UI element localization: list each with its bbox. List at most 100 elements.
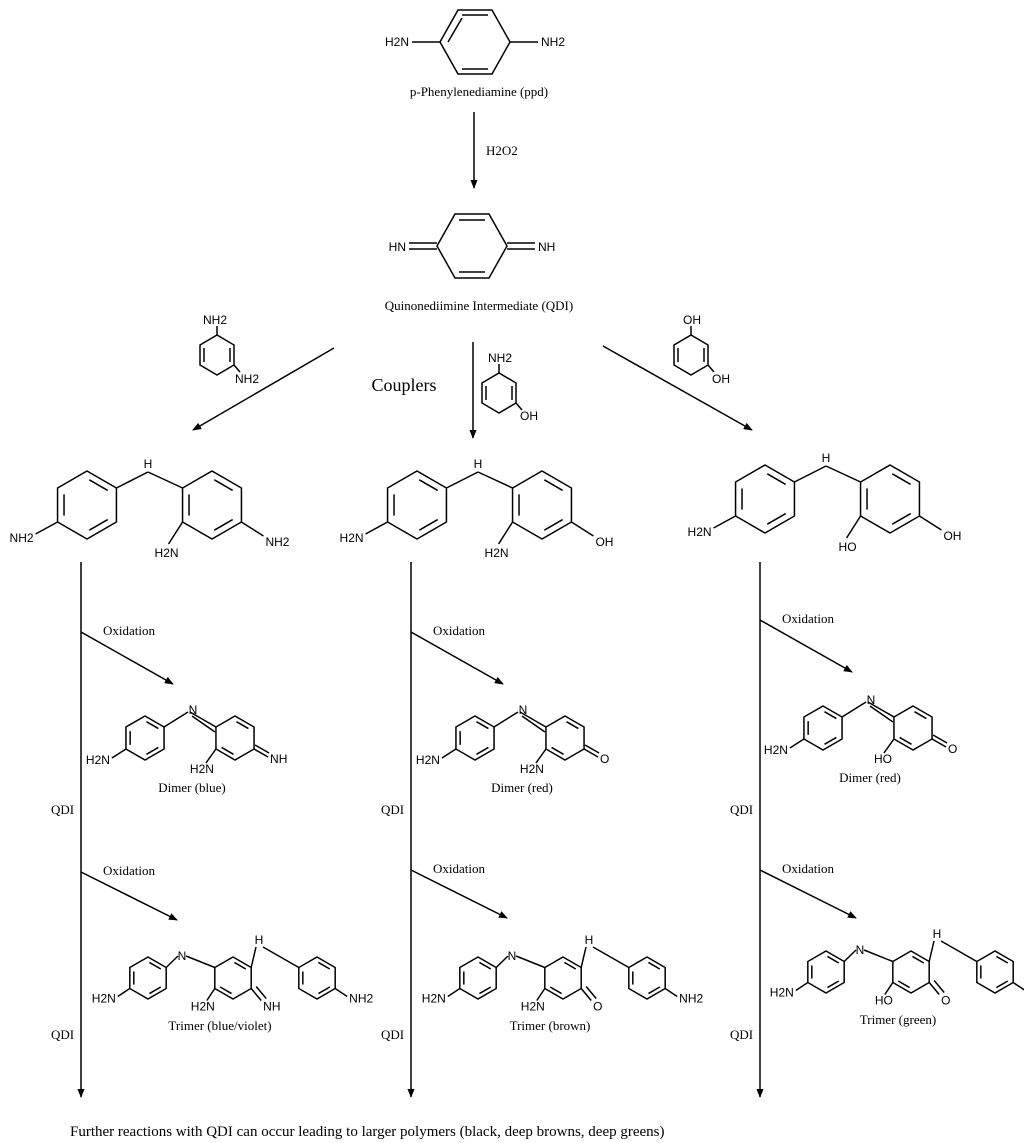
bridge-bond: [446, 471, 479, 489]
ortho-bond: [536, 988, 546, 1001]
bridge-atom: H: [144, 457, 153, 471]
coupling-arrow-left: [192, 347, 335, 431]
qdi-label: QDI: [730, 1027, 753, 1042]
amine-bond: [441, 748, 457, 759]
imine-bond: [863, 949, 894, 963]
ppd-structure: H2N NH2: [385, 9, 565, 75]
amine-group: NH2: [679, 992, 703, 1006]
double-bond: [479, 961, 492, 970]
ring-aminophenyl: [803, 705, 843, 751]
couplers-label: Couplers: [372, 375, 437, 395]
imine-atom: N: [856, 943, 865, 957]
imine-atom: N: [178, 949, 187, 963]
ortho-group: H2N: [485, 546, 509, 560]
dimer-name: Dimer (red): [839, 770, 901, 785]
qdi-label: QDI: [381, 802, 404, 817]
amine-bond: [111, 748, 127, 759]
bridge-bond: [147, 471, 183, 489]
coupler-left-structure: NH2 NH2: [199, 313, 259, 386]
column-m-phenylenediamine: HNH2H2NNH2QDIQDIOxidationNH2NH2NNHDimer …: [10, 457, 374, 1098]
oxidation-label: Oxidation: [782, 861, 834, 876]
double-bond: [146, 746, 159, 755]
bridge-bond: [580, 946, 587, 968]
terminal-bond: [928, 982, 940, 995]
double-bond: [476, 721, 489, 730]
double-bond: [648, 961, 661, 970]
trimer-name: Trimer (blue/violet): [168, 1018, 271, 1033]
double-bond: [149, 961, 162, 970]
double-bond: [549, 986, 562, 995]
bridge-bond: [495, 955, 509, 969]
double-bond: [318, 986, 331, 995]
amine-bond: [447, 987, 461, 998]
ortho-bond: [883, 738, 895, 754]
coupler-right-structure: OH OH: [673, 313, 730, 386]
ortho-bond: [884, 982, 894, 995]
ring-quinone-center: [214, 956, 252, 1000]
double-bond: [88, 479, 109, 492]
amine-bond: [334, 987, 348, 998]
bridge-atom: H: [474, 457, 483, 471]
qdi-right-imine: NH: [538, 240, 555, 254]
double-bond: [543, 479, 564, 492]
double-bond: [897, 980, 910, 989]
amine-group: H2N: [92, 992, 116, 1006]
oxidation-label: Oxidation: [433, 623, 485, 638]
trimer-name: Trimer (green): [860, 1012, 936, 1027]
double-bond: [213, 479, 234, 492]
coupler-left-sub2: NH2: [235, 372, 259, 386]
double-bond: [827, 955, 840, 964]
double-bond: [236, 721, 249, 730]
amine-group: H2N: [770, 986, 794, 1000]
amine-bridge-atom: H: [585, 933, 594, 947]
terminal-bond: [580, 988, 592, 1001]
double-bond: [543, 518, 564, 531]
para-group: OH: [943, 529, 961, 543]
double-bond: [891, 512, 912, 525]
amine-bond: [117, 987, 131, 998]
double-bond: [766, 512, 787, 525]
ortho-bond: [535, 748, 547, 764]
qdi-label: QDI: [730, 802, 753, 817]
terminal-bond: [583, 748, 599, 758]
ring-quinone: [215, 715, 255, 761]
qdi-label: QDI: [51, 802, 74, 817]
bridge-bond: [928, 940, 935, 962]
amine-bond: [35, 521, 58, 535]
ortho-bond: [497, 521, 514, 545]
double-bond: [996, 980, 1009, 989]
imine-bond: [515, 955, 546, 969]
bridge-bond: [841, 701, 867, 718]
amine-group: H2N: [688, 525, 712, 539]
bridge-bond: [940, 940, 978, 963]
para-bond: [241, 521, 264, 537]
trimer-structure: NHH2NHOONH2Trimer (green): [770, 927, 1024, 1027]
coupler-left-sub1: NH2: [203, 313, 227, 327]
amine-bond: [789, 738, 805, 749]
ring-aminophenyl: [125, 715, 165, 761]
coupler-middle-sub2: OH: [520, 409, 538, 423]
ring-aminophenyl-left: [807, 950, 845, 994]
double-bond: [824, 711, 837, 720]
ring-aminophenyl-right: [628, 956, 666, 1000]
terminal-bond: [255, 986, 267, 999]
reagent-label: H2O2: [486, 143, 518, 158]
double-bond: [566, 721, 579, 730]
bridge-atom: N: [519, 703, 528, 717]
coupling-arrow-right: [602, 345, 753, 431]
oxidation-arrow-dimer: [410, 631, 504, 685]
terminal-group: O: [948, 742, 957, 756]
ring-quinone-center: [544, 956, 582, 1000]
bridge-bond: [163, 711, 189, 728]
terminal-bond: [585, 986, 597, 999]
amine-bond: [795, 981, 809, 992]
oxidation-label: Oxidation: [103, 623, 155, 638]
bridge-atom: N: [867, 693, 876, 707]
terminal-bond: [933, 980, 945, 993]
ppd-left-amine: H2N: [385, 35, 409, 49]
qdi-structure: HN NH: [389, 213, 555, 279]
amine-bridge-atom: H: [255, 933, 264, 947]
